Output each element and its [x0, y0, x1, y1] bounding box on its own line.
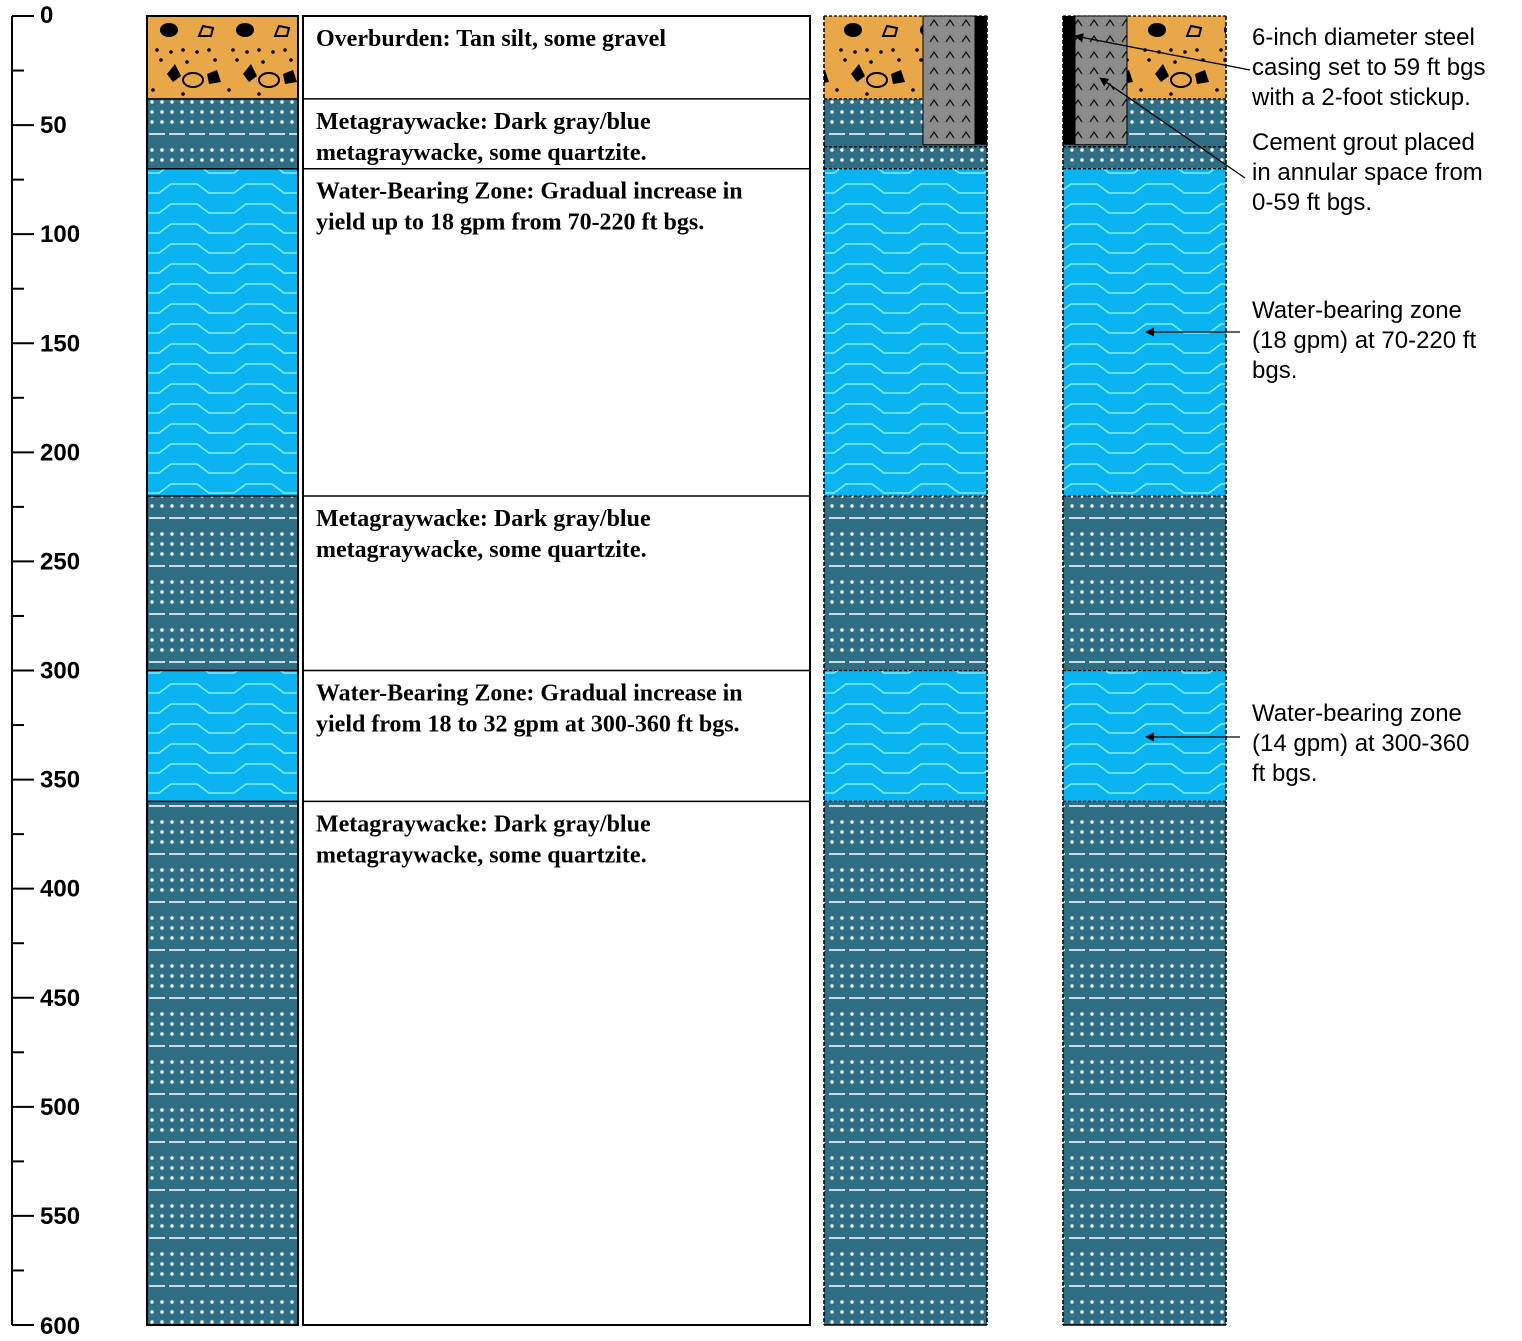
scale-tick-label: 550 — [40, 1203, 80, 1230]
depth-scale: 0 50 100 150 200 250 300 350 400 450 500 550 600 — [12, 2, 80, 1336]
scale-tick-label: 150 — [40, 330, 80, 357]
layer-description-line: Water-Bearing Zone: Gradual increase in — [316, 179, 743, 205]
lithology-layer-meta-3 — [147, 801, 298, 1325]
layer-description-line: yield up to 18 gpm from 70-220 ft bgs. — [316, 210, 704, 236]
annotation-line: Water-bearing zone — [1252, 700, 1462, 727]
annotation-line: bgs. — [1252, 357, 1297, 384]
well-layer-meta-2 — [1063, 496, 1226, 671]
lithology-layer-water-2 — [147, 671, 298, 802]
scale-tick-label: 300 — [40, 658, 80, 685]
well-layer-water-1 — [824, 169, 987, 496]
lithology-layer-meta-1 — [147, 99, 298, 169]
cement-grout — [1075, 16, 1127, 145]
layer-description-line: metagraywacke, some quartzite. — [316, 140, 647, 166]
layer-description-line: metagraywacke, some quartzite. — [316, 842, 647, 868]
scale-tick-label: 350 — [40, 767, 80, 794]
annotation-line: with a 2-foot stickup. — [1251, 84, 1471, 111]
annotation-line: casing set to 59 ft bgs — [1252, 54, 1485, 81]
well-layer-water-2 — [824, 671, 987, 802]
well-construction-column-b — [1063, 16, 1226, 1325]
well-layer-meta-2 — [824, 496, 987, 671]
annotation-line: (14 gpm) at 300-360 — [1252, 730, 1469, 757]
scale-tick-label: 250 — [40, 548, 80, 575]
lithology-layer-water-1 — [147, 169, 298, 496]
scale-tick-label: 0 — [40, 2, 53, 29]
layer-description-line: Overburden: Tan silt, some gravel — [316, 26, 666, 52]
well-construction-column-a — [824, 16, 987, 1325]
layer-description-line: metagraywacke, some quartzite. — [316, 537, 647, 563]
annotation-line: Water-bearing zone — [1252, 297, 1462, 324]
well-layer-water-2 — [1063, 671, 1226, 802]
scale-tick-label: 100 — [40, 221, 80, 248]
cement-grout — [923, 16, 975, 145]
layer-description-line: Metagraywacke: Dark gray/blue — [316, 506, 651, 532]
lithology-layer-meta-2 — [147, 496, 298, 671]
scale-tick-label: 600 — [40, 1313, 80, 1336]
layer-description-line: Metagraywacke: Dark gray/blue — [316, 811, 651, 837]
steel-casing — [1063, 16, 1075, 145]
annotation-line: 0-59 ft bgs. — [1252, 189, 1372, 216]
scale-tick-label: 400 — [40, 876, 80, 903]
layer-description-line: Water-Bearing Zone: Gradual increase in — [316, 681, 743, 707]
steel-casing — [975, 16, 987, 145]
annotation-line: 6-inch diameter steel — [1252, 24, 1475, 51]
scale-tick-label: 200 — [40, 439, 80, 466]
scale-tick-label: 450 — [40, 985, 80, 1012]
scale-tick-label: 500 — [40, 1094, 80, 1121]
annotation-line: Cement grout placed — [1252, 129, 1475, 156]
annotation-line: in annular space from — [1252, 159, 1483, 186]
annotation-line: (18 gpm) at 70-220 ft — [1252, 327, 1476, 354]
well-layer-meta-3 — [824, 801, 987, 1325]
annotation-line: ft bgs. — [1252, 760, 1317, 787]
well-layer-meta-3 — [1063, 801, 1226, 1325]
lithology-column — [147, 16, 298, 1325]
lithology-layer-overburden — [147, 16, 298, 99]
layer-description-line: yield from 18 to 32 gpm at 300-360 ft bg… — [316, 712, 740, 738]
scale-tick-label: 50 — [40, 112, 67, 139]
description-column: Overburden: Tan silt, some gravelMetagra… — [303, 16, 810, 1325]
layer-description-line: Metagraywacke: Dark gray/blue — [316, 109, 651, 135]
